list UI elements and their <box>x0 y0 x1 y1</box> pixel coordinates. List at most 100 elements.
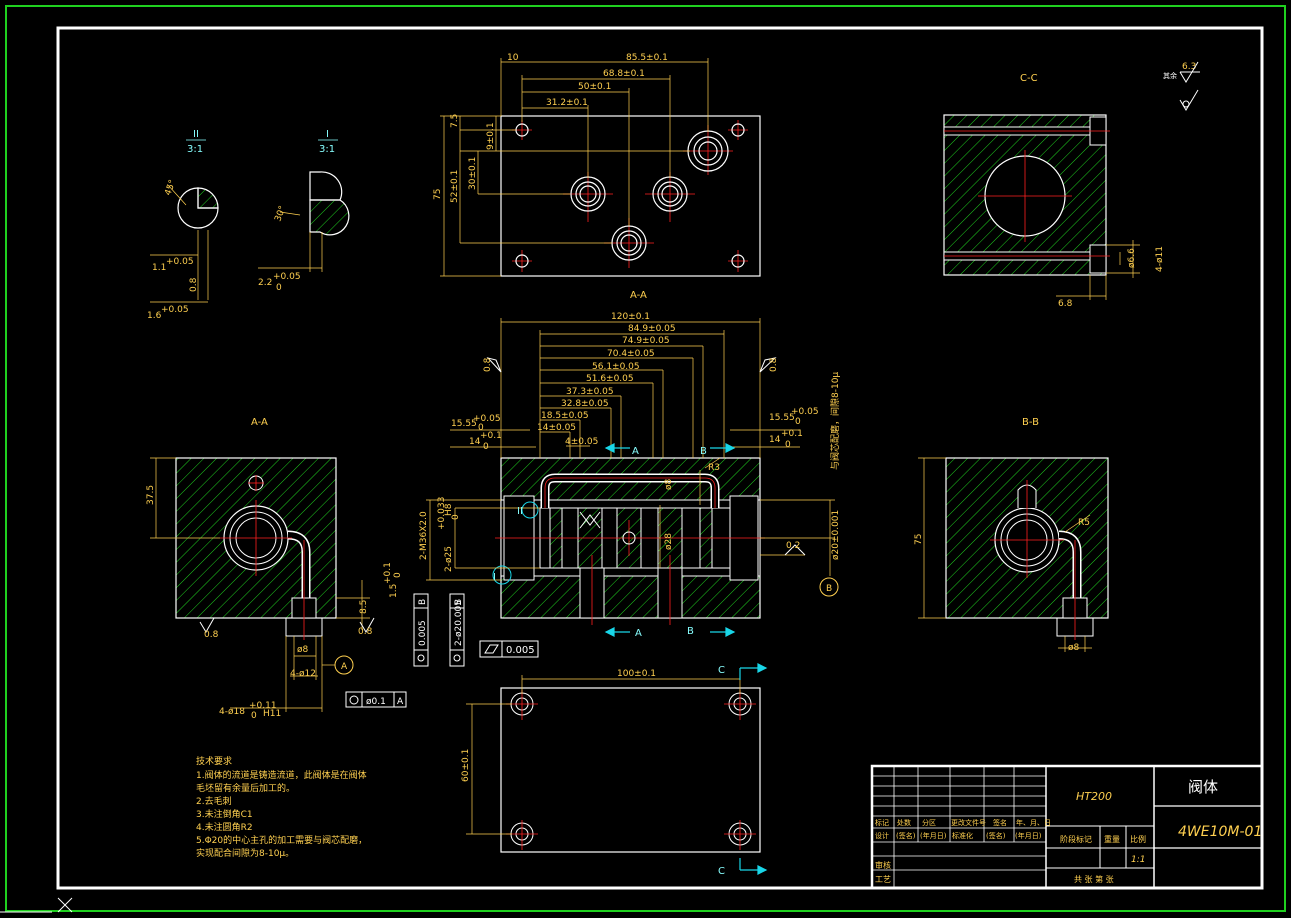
tol-frame-left-datum: B <box>418 599 428 605</box>
sec-70-4: 70.4±0.05 <box>607 349 655 359</box>
sec-14-left: 14 <box>469 437 481 447</box>
drawing-number: 4WE10M-01 <box>1178 824 1262 840</box>
detail-i-2-2: 2.2 <box>258 278 272 288</box>
sec-note-vertical: 与阀芯配磨，间隙8-10μ <box>829 372 841 470</box>
top-view-dims: 10 85.5±0.1 68.8±0.1 50±0.1 31.2±0.1 7.5… <box>433 53 668 203</box>
stage-label: 阶段标记 <box>1060 834 1092 844</box>
aa-4-d18: 4-ø18 <box>219 707 245 717</box>
cut-c-top: C <box>718 665 725 676</box>
sec-d25-tol-low: 0 <box>451 514 461 520</box>
detail-i-label: I <box>326 129 329 140</box>
tech-line-2: 毛坯留有余量后加工的。 <box>196 782 295 794</box>
aa-datum-a: A <box>341 662 348 672</box>
sec-15-55-left: 15.55 <box>451 419 477 429</box>
detail-ii-1-1: 1.1 <box>152 263 166 273</box>
sec-0-8-left: 0.8 <box>483 357 493 372</box>
aa-0-8-left: 0.8 <box>204 630 219 640</box>
tb-r1-3: 更改文件号 <box>951 818 986 827</box>
tb-r1-4: 签名 <box>993 818 1007 827</box>
sec-14-right-tol: +0.1 <box>781 429 803 439</box>
tb-r2-1: (签名) <box>896 831 916 840</box>
tb-r2-4: (签名) <box>986 831 1006 840</box>
bb-r5: R5 <box>1078 518 1090 528</box>
weight-label: 重量 <box>1104 834 1120 844</box>
tb-r1-5: 年、月、日 <box>1016 818 1051 827</box>
main-section <box>426 318 835 637</box>
dim-31-2: 31.2±0.1 <box>546 98 588 108</box>
tech-line-1: 1.阀体的流道是铸造流道，此阀体是在阀体 <box>196 769 367 781</box>
sec-d8: ø8 <box>664 478 674 490</box>
bottom-60: 60±0.1 <box>461 749 471 782</box>
sec-18-5: 18.5±0.05 <box>541 411 589 421</box>
top-view <box>440 58 761 277</box>
cut-b-top: B <box>700 446 707 457</box>
sec-14: 14±0.05 <box>537 423 576 433</box>
sec-m36: 2-M36X2.0 <box>419 511 429 560</box>
aa-0-8-right: 0.8 <box>358 627 373 637</box>
sec-32-8: 32.8±0.05 <box>561 399 609 409</box>
sec-0-2: 0.2 <box>786 541 800 551</box>
detail-ii-1-6: 1.6 <box>147 311 162 321</box>
tb-r1-2: 分区 <box>922 818 936 827</box>
tol-frame-left-value: 0.005 <box>418 620 428 646</box>
dim-75: 75 <box>433 189 443 200</box>
aa-position-datum: A <box>397 697 404 707</box>
aa-4-d18-tol-low: 0 <box>251 711 257 721</box>
cut-a-bottom: A <box>635 628 642 639</box>
bb-75: 75 <box>914 534 924 545</box>
dim-10: 10 <box>507 53 519 63</box>
flatness-value: 0.005 <box>506 645 535 656</box>
view-bb: B-B 75 ø8 R5 <box>914 417 1109 653</box>
material: HT200 <box>1076 790 1112 803</box>
dim-68-8: 68.8±0.1 <box>603 69 645 79</box>
aa-8-5: 8.5 <box>359 600 369 614</box>
tb-r2-2: (年月日) <box>920 831 947 840</box>
tb-r4-0: 工艺 <box>875 875 891 884</box>
dim-52: 52±0.1 <box>450 170 460 203</box>
tol-frame-right-value: 2-ø20.005 <box>454 600 464 646</box>
detail-ii-0-8: 0.8 <box>189 277 199 292</box>
sec-120: 120±0.1 <box>611 312 650 322</box>
sec-15-55-right: 15.55 <box>769 413 795 423</box>
aa-1-5: 1.5 <box>389 584 399 598</box>
sec-56-1: 56.1±0.05 <box>592 362 640 372</box>
drawing-frame <box>56 26 1264 890</box>
bottom-100: 100±0.1 <box>617 669 656 679</box>
dim-50: 50±0.1 <box>578 82 611 92</box>
detail-i-scale: 3:1 <box>319 144 335 155</box>
tech-title: 技术要求 <box>196 755 232 767</box>
ratio-label: 比例 <box>1130 834 1146 844</box>
detail-i-2-2-tol: +0.05 <box>273 272 301 282</box>
sec-14-right: 14 <box>769 435 781 445</box>
sec-14-left-tol: +0.1 <box>480 431 502 441</box>
outer-border <box>5 5 1286 912</box>
sec-37-3: 37.3±0.05 <box>566 387 614 397</box>
aa-37-5: 37.5 <box>146 485 156 505</box>
main-section-dims: 120±0.1 84.9±0.05 74.9±0.05 70.4±0.05 56… <box>413 312 841 667</box>
tech-line-7: 实现配合间隙为8-10μ。 <box>196 847 294 859</box>
cut-b-bottom: B <box>687 626 694 637</box>
sec-74-9: 74.9±0.05 <box>622 336 670 346</box>
detail-ii-label: II <box>193 129 199 140</box>
sec-14-right-tol-low: 0 <box>785 440 791 450</box>
tb-r3-0: 审核 <box>875 860 891 870</box>
detail-views: II 3:1 I 3:1 45° 1.1 +0.05 0.8 1.6 +0.05… <box>147 129 350 321</box>
tech-requirements: 技术要求 1.阀体的流道是铸造流道，此阀体是在阀体 毛坯留有余量后加工的。 2.… <box>196 755 367 859</box>
aa-4-d18-tol: +0.11 <box>249 701 277 711</box>
bb-d8: ø8 <box>1068 643 1080 653</box>
detail-ii-marker: II <box>517 506 523 517</box>
sec-14-left-tol-low: 0 <box>483 442 489 452</box>
corner-marks <box>0 897 73 913</box>
sec-51-6: 51.6±0.05 <box>586 374 634 384</box>
dim-30: 30±0.1 <box>468 157 478 190</box>
aa-4-d12: 4-ø12 <box>290 669 316 679</box>
surface-finish-value: 6.3 <box>1182 62 1196 72</box>
title-block <box>870 764 1264 890</box>
dim-9: 9±0.1 <box>486 122 496 150</box>
tol-frame-right-datum: B <box>454 599 464 605</box>
aa-position-tol: ø0.1 <box>366 697 386 707</box>
detail-ii-1-1-tol: +0.05 <box>166 257 194 267</box>
datum-b-circle: B <box>826 584 832 594</box>
sec-0-8-right: 0.8 <box>769 357 779 372</box>
